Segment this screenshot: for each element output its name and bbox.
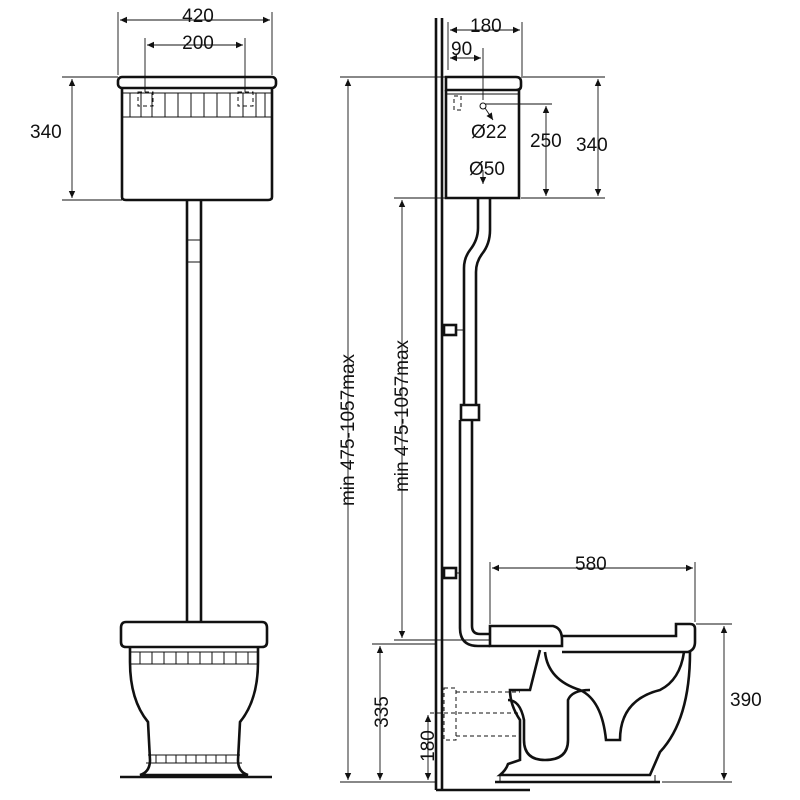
side-tank-height-dimensions xyxy=(485,76,605,199)
pan-depth-dimension xyxy=(489,562,696,624)
front-view: 420 200 340 xyxy=(30,6,278,779)
side-cistern xyxy=(444,75,523,200)
front-tank-height-label: 340 xyxy=(30,122,62,143)
front-fixing-spacing-label: 200 xyxy=(182,33,214,54)
inlet-diameter-label: Ø22 xyxy=(471,122,507,143)
tank-depth-label: 180 xyxy=(470,16,502,37)
side-height-range-dimensions xyxy=(340,76,490,783)
pan-depth-label: 580 xyxy=(575,554,607,575)
side-pan xyxy=(488,622,697,784)
pan-height-label: 390 xyxy=(730,690,762,711)
front-tank-width-label: 420 xyxy=(182,6,214,27)
outlet-height-label: 335 xyxy=(372,696,393,728)
waste-pipe-dashed xyxy=(430,687,520,741)
side-tank-height-label: 340 xyxy=(576,135,608,156)
outlet-center-label: 180 xyxy=(418,730,439,762)
front-flush-pipe xyxy=(185,200,203,622)
side-view: Ø22 Ø50 xyxy=(338,16,762,792)
front-width-dimension xyxy=(62,12,273,201)
side-outlet-dimensions xyxy=(372,643,436,780)
inlet-height-label: 250 xyxy=(530,131,562,152)
total-height-range-label: min 475-1057max xyxy=(338,353,359,506)
outlet-diameter-label: Ø50 xyxy=(469,159,505,180)
pan-height-dimension xyxy=(662,623,732,783)
front-pan xyxy=(119,620,272,779)
outlet-offset-label: 90 xyxy=(451,39,472,60)
side-flush-pipe xyxy=(442,198,492,648)
front-cistern xyxy=(116,75,278,202)
flush-pipe-range-label: min 475-1057max xyxy=(392,339,413,492)
wall xyxy=(434,18,530,792)
side-top-dimensions xyxy=(447,22,523,100)
